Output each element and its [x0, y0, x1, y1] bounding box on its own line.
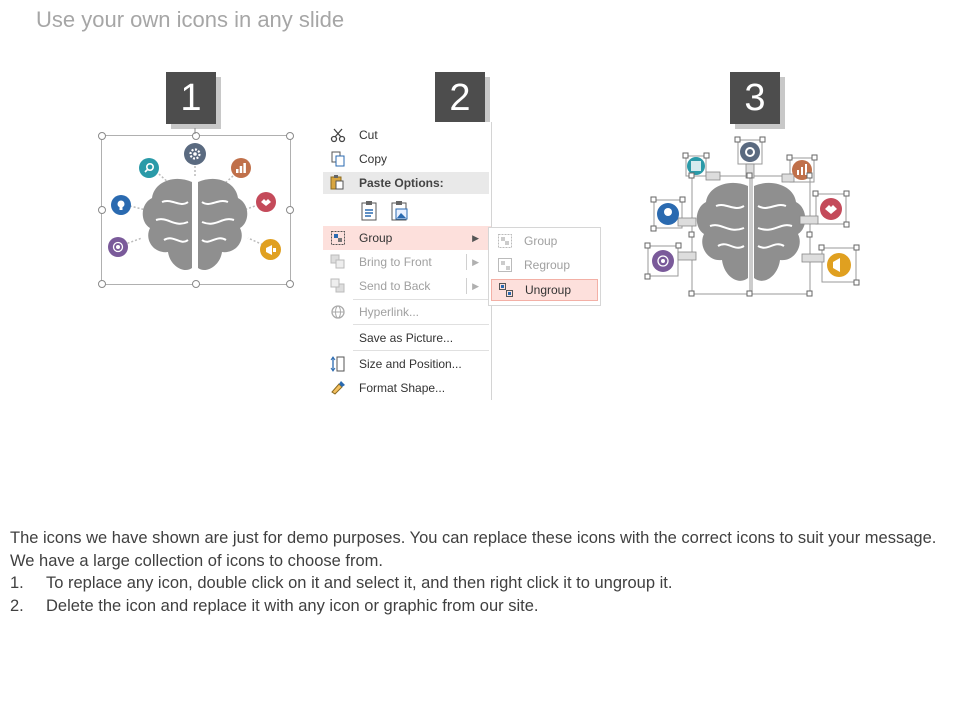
menu-item-label: Hyperlink... [359, 305, 420, 319]
scissors-icon [329, 126, 347, 144]
submenu-item-label: Group [524, 234, 558, 248]
step-3-badge: 3 [730, 72, 780, 124]
format-shape-icon [329, 379, 347, 397]
menu-item-size-and-position[interactable]: Size and Position... [323, 352, 491, 376]
send-to-back-icon [329, 277, 347, 295]
menu-item-send-to-back[interactable]: Send to Back ▶ [323, 274, 491, 298]
resize-handle[interactable] [98, 280, 106, 288]
instruction-step-1: 1. To replace any icon, double click on … [10, 572, 950, 595]
paste-keep-format-icon[interactable] [357, 198, 383, 224]
step-1-badge: 1 [166, 72, 216, 124]
instructions-text: The icons we have shown are just for dem… [10, 527, 950, 617]
step-text: To replace any icon, double click on it … [46, 574, 673, 592]
menu-item-label: Format Shape... [359, 381, 446, 395]
menu-item-label: Send to Back [359, 279, 431, 293]
instruction-step-2: 2. Delete the icon and replace it with a… [10, 595, 950, 618]
resize-handle[interactable] [192, 132, 200, 140]
menu-item-label: Cut [359, 128, 378, 142]
resize-handle[interactable] [98, 132, 106, 140]
submenu-arrow-icon: ▶ [472, 232, 479, 243]
resize-handle[interactable] [286, 206, 294, 214]
ungroup-icon [499, 283, 513, 297]
handshake-icon [256, 192, 276, 212]
bring-to-front-icon [329, 253, 347, 271]
grouped-brain-graphic[interactable] [98, 132, 294, 288]
resize-handle[interactable] [286, 280, 294, 288]
lightbulb-icon [111, 195, 131, 215]
menu-item-format-shape[interactable]: Format Shape... [323, 376, 491, 400]
menu-item-label: Bring to Front [359, 255, 432, 269]
step-number: 2. [10, 596, 24, 615]
submenu-item-group[interactable]: Group [491, 230, 598, 252]
menu-item-save-as-picture[interactable]: Save as Picture... [323, 326, 491, 350]
group-submenu: Group Regroup Ungroup [488, 227, 601, 306]
step-2-badge: 2 [435, 72, 485, 124]
target-icon [108, 237, 128, 257]
paste-as-picture-icon[interactable] [387, 198, 413, 224]
search-icon [139, 158, 159, 178]
brain-diagram [119, 128, 271, 271]
copy-icon [329, 150, 347, 168]
submenu-arrow-icon: ▶ [472, 256, 479, 267]
hyperlink-icon [329, 303, 347, 321]
menu-item-label: Copy [359, 152, 388, 166]
group-icon [329, 229, 347, 247]
menu-item-copy[interactable]: Copy [323, 147, 491, 171]
resize-handle[interactable] [286, 132, 294, 140]
submenu-item-label: Ungroup [525, 283, 572, 297]
step-text: Delete the icon and replace it with any … [46, 596, 539, 615]
submenu-item-ungroup[interactable]: Ungroup [491, 279, 598, 301]
submenu-item-label: Regroup [524, 258, 571, 272]
instructions-intro: The icons we have shown are just for dem… [10, 529, 937, 570]
menu-item-group[interactable]: Group ▶ [323, 226, 491, 250]
paste-icon [329, 174, 347, 192]
submenu-item-regroup[interactable]: Regroup [491, 254, 598, 276]
context-menu: Cut Copy Paste Options: Group ▶ Bring to… [323, 122, 492, 400]
menu-item-bring-to-front[interactable]: Bring to Front ▶ [323, 250, 491, 274]
menu-item-label: Size and Position... [359, 357, 462, 371]
paste-options-header: Paste Options: [323, 172, 489, 194]
menu-item-cut[interactable]: Cut [323, 123, 491, 147]
bar-chart-icon [231, 158, 251, 178]
submenu-arrow-icon: ▶ [472, 280, 479, 291]
menu-item-hyperlink[interactable]: Hyperlink... [323, 300, 491, 324]
group-icon [498, 234, 512, 248]
menu-item-label: Save as Picture... [359, 331, 454, 345]
regroup-icon [498, 258, 512, 272]
gear-icon [184, 143, 206, 165]
menu-item-label: Group [359, 231, 393, 245]
paste-options-label: Paste Options: [359, 176, 444, 190]
step-number: 1. [10, 574, 24, 592]
megaphone-icon [260, 239, 281, 260]
resize-handle[interactable] [98, 206, 106, 214]
resize-handle[interactable] [192, 280, 200, 288]
size-position-icon [329, 355, 347, 373]
ungrouped-brain-graphic[interactable] [640, 136, 870, 306]
slide-title: Use your own icons in any slide [36, 7, 345, 32]
